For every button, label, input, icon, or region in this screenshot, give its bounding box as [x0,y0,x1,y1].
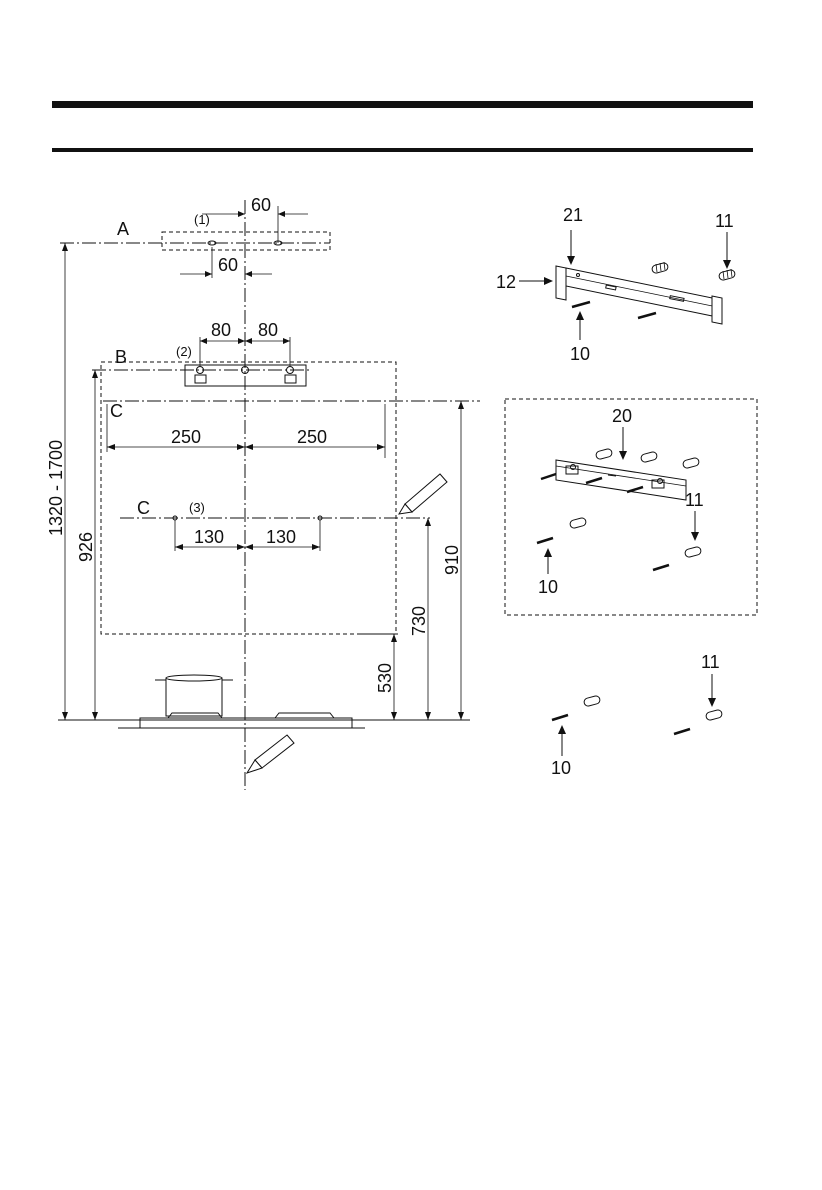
part-20: 20 [612,406,632,426]
pencil-icon-bottom [247,735,294,773]
main-drawing: A (1) 60 60 80 80 B (2) C 250 250 C (3) … [46,195,480,790]
dim-80-right: 80 [258,320,278,340]
dim-250-left: 250 [171,427,201,447]
dim-926: 926 [76,532,96,562]
chimney-top-outline [162,232,330,250]
dim-60-bottom: 60 [218,255,238,275]
header-bar-top [52,101,753,108]
label-a: A [117,219,129,239]
part-10-b: 10 [538,577,558,597]
dim-80-left: 80 [211,320,231,340]
dim-130-left: 130 [194,527,224,547]
label-b: B [115,347,127,367]
part-21: 21 [563,205,583,225]
ref-2: (2) [176,344,192,359]
part-10-a: 10 [570,344,590,364]
part-12: 12 [496,272,516,292]
dim-910: 910 [442,545,462,575]
dim-60-top: 60 [251,195,271,215]
ref-3: (3) [189,500,205,515]
dim-730: 730 [409,606,429,636]
pot-icon [155,675,233,716]
pencil-icon [399,474,447,514]
label-c-upper: C [110,401,123,421]
dim-130-right: 130 [266,527,296,547]
fixings-group: 11 10 [551,652,723,778]
part-11-a: 11 [715,211,734,231]
bracket-20-box: 20 11 10 [505,399,757,615]
dim-250-right: 250 [297,427,327,447]
bracket-21-group: 21 11 12 10 [496,205,736,364]
part-11-c: 11 [701,652,720,672]
ref-1: (1) [194,212,210,227]
label-c-lower: C [137,498,150,518]
part-11-b: 11 [685,490,704,510]
part-10-c: 10 [551,758,571,778]
dim-1320-1700: 1320 - 1700 [46,440,66,536]
header-bar-bottom [52,148,753,152]
dim-530: 530 [375,663,395,693]
